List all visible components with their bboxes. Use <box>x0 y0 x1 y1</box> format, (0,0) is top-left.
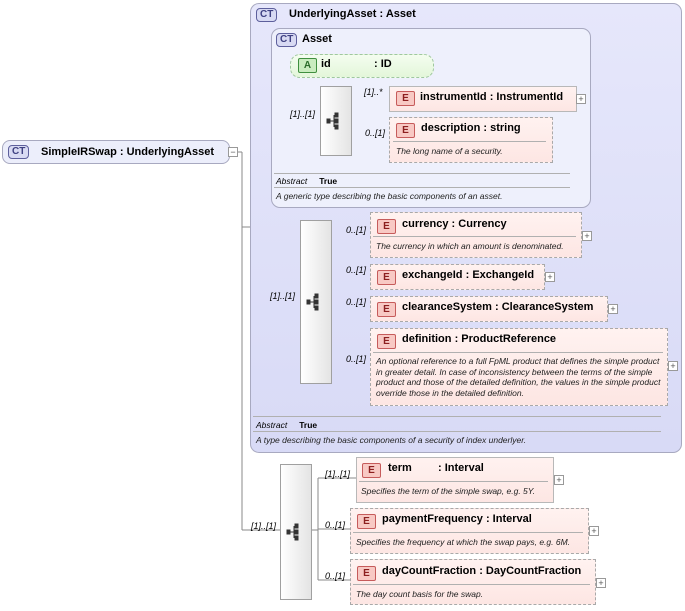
sequence-compositor[interactable] <box>280 464 312 600</box>
element-name: description <box>421 122 481 134</box>
element-name: dayCountFraction <box>382 565 477 577</box>
element-name: definition <box>402 333 452 345</box>
element-badge-icon: E <box>362 463 381 478</box>
sequence-compositor[interactable] <box>320 86 352 156</box>
element-badge-icon: E <box>396 123 415 138</box>
element-name: instrumentId <box>420 91 487 103</box>
element-name: currency <box>402 218 449 230</box>
element-badge-icon: E <box>396 91 415 106</box>
cardinality: 0..[1] <box>325 520 346 530</box>
complex-type-badge-icon: CT <box>8 145 30 159</box>
element-name: clearanceSystem <box>402 301 492 313</box>
cardinality: 0..[1] <box>346 297 367 307</box>
element-name: exchangeId <box>402 269 463 281</box>
element-name: paymentFrequency <box>382 513 483 525</box>
asset-doc: A generic type describing the basic comp… <box>276 191 503 201</box>
underlying-asset-base-type: Asset <box>385 8 416 20</box>
abstract-label: Abstract <box>276 176 308 186</box>
attribute-type: ID <box>380 58 392 70</box>
element-instrumentid[interactable] <box>389 86 577 112</box>
element-clearancesystem[interactable] <box>370 296 608 322</box>
expand-icon[interactable]: + <box>554 475 564 485</box>
complex-type-badge-icon: CT <box>276 33 298 47</box>
element-doc: The day count basis for the swap. <box>356 589 484 599</box>
root-complex-type[interactable]: CT SimpleIRSwap : UnderlyingAsset <box>2 140 230 164</box>
cardinality: 0..[1] <box>346 354 367 364</box>
element-exchangeid[interactable] <box>370 264 545 290</box>
element-badge-icon: E <box>357 566 376 581</box>
element-type: ProductReference <box>461 333 557 345</box>
cardinality: [1]..[1] <box>325 469 351 479</box>
sequence-compositor[interactable] <box>300 220 332 384</box>
sequence-icon <box>306 293 319 311</box>
attribute-badge-icon: A <box>298 58 317 73</box>
element-doc: The currency in which an amount is denom… <box>376 241 564 251</box>
sequence-cardinality: [1]..[1] <box>251 521 277 531</box>
abstract-value: True <box>299 420 318 430</box>
element-currency[interactable] <box>370 212 582 258</box>
element-type: Interval <box>444 462 484 474</box>
element-doc: The long name of a security. <box>396 146 503 156</box>
element-term[interactable] <box>356 457 554 503</box>
element-paymentfrequency[interactable] <box>350 508 589 554</box>
element-type: DayCountFraction <box>485 565 582 577</box>
complex-type-badge-icon: CT <box>256 8 278 22</box>
expand-icon[interactable]: + <box>608 304 618 314</box>
sequence-icon <box>286 523 299 541</box>
element-doc: Specifies the frequency at which the swa… <box>356 537 571 547</box>
element-badge-icon: E <box>377 219 396 234</box>
collapse-icon[interactable]: − <box>228 147 238 157</box>
expand-icon[interactable]: + <box>582 231 592 241</box>
element-type: ClearanceSystem <box>501 301 594 313</box>
expand-icon[interactable]: + <box>596 578 606 588</box>
cardinality: 0..[1] <box>325 571 346 581</box>
element-definition[interactable] <box>370 328 668 406</box>
cardinality: 0..[1] <box>346 265 367 275</box>
element-doc: An optional reference to a full FpML pro… <box>376 356 661 398</box>
expand-icon[interactable]: + <box>668 361 678 371</box>
element-badge-icon: E <box>377 270 396 285</box>
underlying-asset-doc: A type describing the basic components o… <box>256 435 527 445</box>
element-type: Currency <box>458 218 507 230</box>
element-badge-icon: E <box>377 334 396 349</box>
element-type: Interval <box>492 513 532 525</box>
element-name: term <box>388 462 412 474</box>
cardinality: 0..[1] <box>346 225 367 235</box>
sequence-cardinality: [1]..[1] <box>270 291 296 301</box>
element-type: ExchangeId <box>472 269 535 281</box>
element-daycountfraction[interactable] <box>350 559 596 605</box>
cardinality: [1]..* <box>364 87 383 97</box>
asset-name: Asset <box>302 33 332 45</box>
sequence-cardinality: [1]..[1] <box>290 109 316 119</box>
element-badge-icon: E <box>357 514 376 529</box>
abstract-label: Abstract <box>256 420 288 430</box>
root-type: UnderlyingAsset <box>126 146 215 158</box>
element-type: InstrumentId <box>496 91 564 103</box>
cardinality: 0..[1] <box>365 128 386 138</box>
underlying-asset-name: UnderlyingAsset <box>289 8 377 20</box>
expand-icon[interactable]: + <box>589 526 599 536</box>
element-badge-icon: E <box>377 302 396 317</box>
expand-icon[interactable]: + <box>545 272 555 282</box>
expand-icon[interactable]: + <box>576 94 586 104</box>
attribute-name: id <box>321 58 331 70</box>
element-type: string <box>490 122 521 134</box>
sequence-icon <box>326 112 339 130</box>
root-name: SimpleIRSwap <box>41 146 117 158</box>
element-description[interactable] <box>389 117 553 163</box>
abstract-value: True <box>319 176 338 186</box>
element-doc: Specifies the term of the simple swap, e… <box>361 486 536 496</box>
